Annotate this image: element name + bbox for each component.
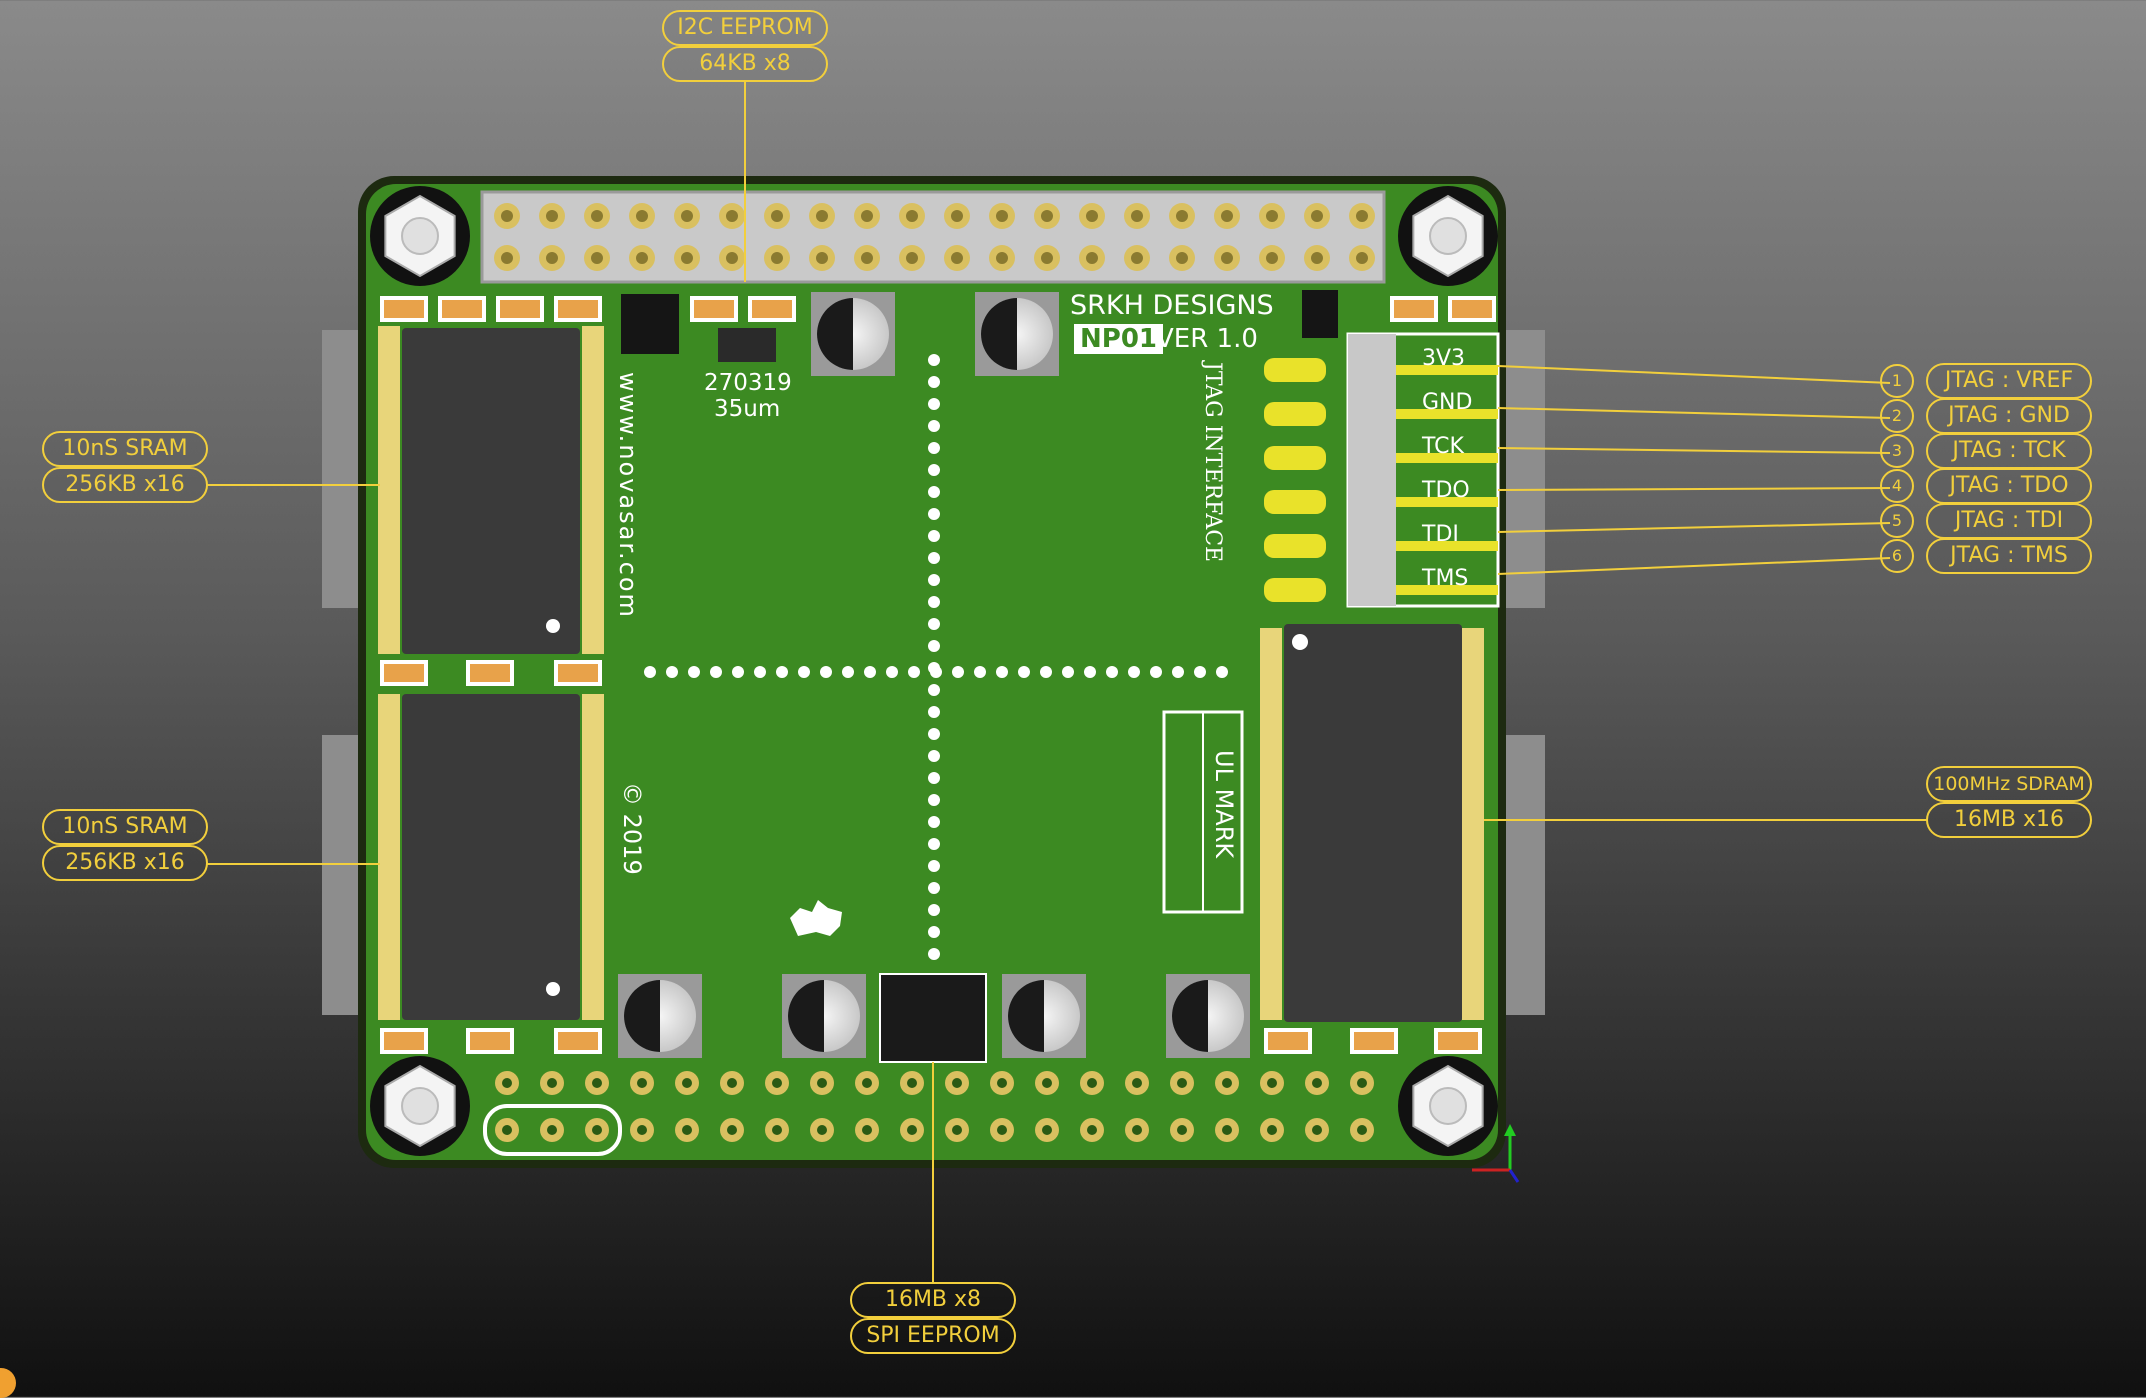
callout-sram-bottom-size: 256KB x16 <box>42 845 208 881</box>
jtag-pin-label-4: TDO <box>1422 478 1470 503</box>
sdram-chip <box>1260 624 1484 1022</box>
side-connector-right-bottom <box>1500 735 1545 1015</box>
jtag-pin-label-3: TCK <box>1422 434 1464 459</box>
jtag-pin-label-6: TMS <box>1422 566 1469 591</box>
side-connector-right-top <box>1500 330 1545 608</box>
jtag-callout-num-2: 2 <box>1880 399 1914 433</box>
jtag-callout-num-6: 6 <box>1880 539 1914 573</box>
callout-sram-bottom-type: 10nS SRAM <box>42 809 208 845</box>
callout-spi-eeprom-size: 16MB x8 <box>850 1282 1016 1318</box>
jtag-pin <box>1264 358 1326 382</box>
spi-eeprom-chip <box>879 973 987 1063</box>
jtag-connector <box>1264 332 1500 608</box>
jtag-callout-label-5: JTAG : TDI <box>1926 503 2092 539</box>
australia-logo <box>790 900 842 936</box>
electrolytic-capacitors <box>618 292 1250 1058</box>
jtag-pin <box>1264 578 1326 602</box>
via-cross-pattern <box>644 354 1228 960</box>
jtag-pin-label-2: GND <box>1422 390 1473 415</box>
jtag-pin <box>1264 446 1326 470</box>
jtag-pin <box>1264 534 1326 558</box>
callout-i2c-eeprom-size: 64KB x8 <box>662 46 828 82</box>
jtag-callout-label-3: JTAG : TCK <box>1926 433 2092 469</box>
jtag-callout-num-1: 1 <box>1880 364 1914 398</box>
jtag-callout-num-3: 3 <box>1880 434 1914 468</box>
jtag-pin <box>1264 490 1326 514</box>
bottom-header-pins <box>495 1071 1374 1142</box>
status-dot <box>0 1368 16 1398</box>
ul-mark-label: UL MARK <box>1210 750 1238 859</box>
website-label: www.novasar.com <box>614 372 642 619</box>
mounting-holes <box>370 186 1498 1156</box>
jtag-callout-label-4: JTAG : TDO <box>1926 468 2092 504</box>
jtag-pin-label-5: TDI <box>1422 522 1459 547</box>
model-label: NP01 <box>1074 324 1163 354</box>
callout-sram-top-type: 10nS SRAM <box>42 431 208 467</box>
small-ic-1 <box>621 294 679 354</box>
jtag-callout-label-1: JTAG : VREF <box>1926 363 2092 399</box>
jtag-pin-label-1: 3V3 <box>1422 346 1466 371</box>
top-header-pins <box>494 203 1375 271</box>
sram-chip-bottom <box>378 694 604 1020</box>
i2c-eeprom-chip <box>718 328 776 362</box>
side-connector-left-bottom <box>322 735 362 1015</box>
callout-spi-eeprom-type: SPI EEPROM <box>850 1318 1016 1354</box>
brand-label: SRKH DESIGNS <box>1070 290 1274 321</box>
jtag-callout-label-2: JTAG : GND <box>1926 398 2092 434</box>
callout-sdram-type: 100MHz SDRAM <box>1926 766 2092 802</box>
jtag-callout-num-4: 4 <box>1880 469 1914 503</box>
power-connector-outline <box>483 1104 622 1156</box>
copyright-label: © 2019 <box>618 782 646 875</box>
callout-sdram-size: 16MB x16 <box>1926 802 2092 838</box>
copper-label: 35um <box>714 396 781 422</box>
callout-leader-lines <box>206 80 1928 1282</box>
top-pin-header <box>480 190 1386 284</box>
date-code-label: 270319 <box>704 370 792 396</box>
axis-triad-icon <box>1472 1124 1520 1183</box>
jtag-interface-label: JTAG INTERFACE <box>1200 362 1225 563</box>
callout-i2c-eeprom-type: I2C EEPROM <box>662 10 828 46</box>
version-label: VER 1.0 <box>1156 324 1258 354</box>
jtag-callout-num-5: 5 <box>1880 504 1914 538</box>
jtag-pin <box>1264 402 1326 426</box>
small-ic-2 <box>1302 290 1338 338</box>
passive-components <box>380 296 1496 1054</box>
callout-sram-top-size: 256KB x16 <box>42 467 208 503</box>
side-connector-left-top <box>322 330 362 608</box>
jtag-callout-label-6: JTAG : TMS <box>1926 538 2092 574</box>
sram-chip-top <box>378 326 604 654</box>
